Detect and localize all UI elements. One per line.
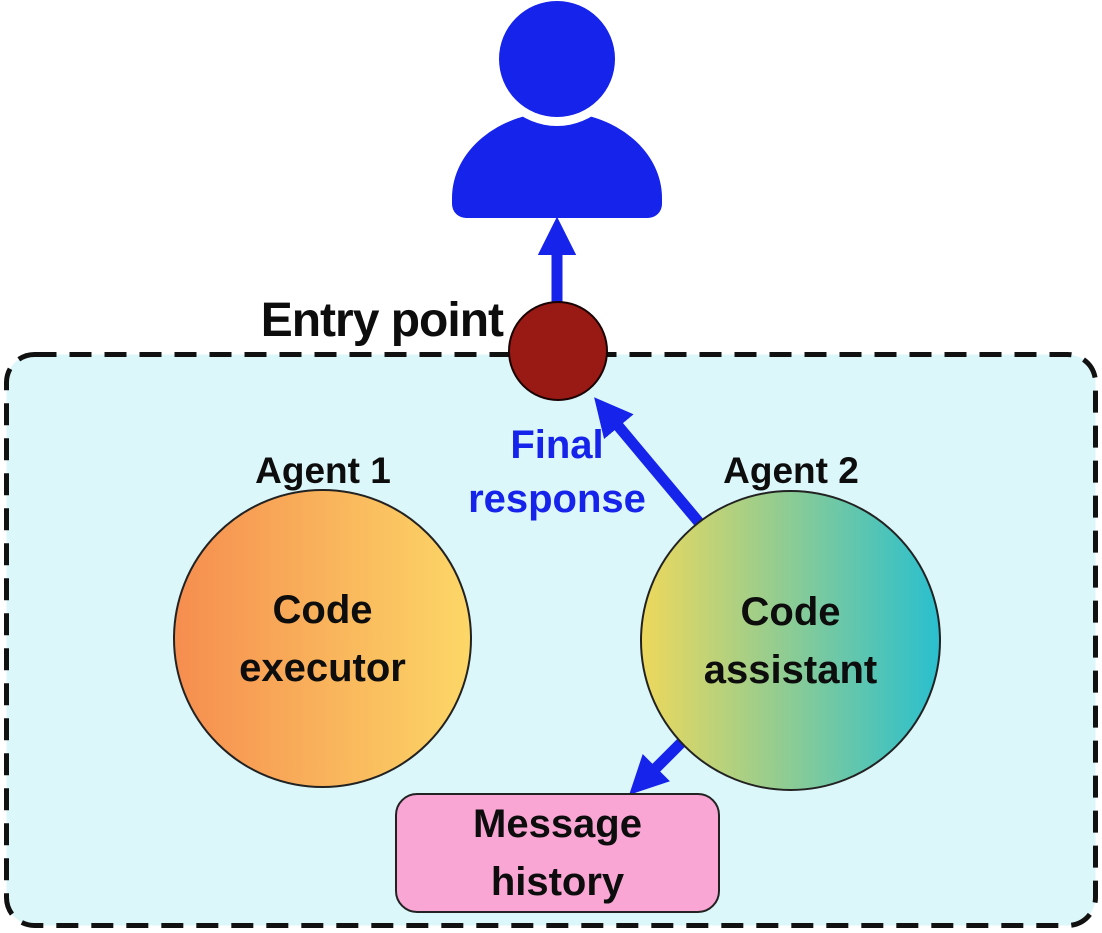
agent2-role-label: Code assistant: [703, 589, 878, 692]
person-head-shape: [499, 1, 615, 117]
agent1-title: Agent 1: [255, 450, 391, 491]
message-history-arrow-icon: [629, 739, 685, 795]
person-body-shape: [452, 112, 662, 218]
agent2-circle: Code assistant: [640, 490, 941, 791]
agent1-circle: Code executor: [173, 489, 472, 788]
agent1-role-label: Code executor: [239, 587, 406, 690]
message-history-box: Message history: [395, 793, 720, 913]
final-response-label: Final response: [468, 423, 646, 521]
message-history-label: Message history: [473, 802, 642, 904]
agent2-title: Agent 2: [723, 450, 859, 491]
entry-point-label: Entry point: [260, 294, 504, 347]
entry-point-dot-icon: [508, 301, 608, 401]
